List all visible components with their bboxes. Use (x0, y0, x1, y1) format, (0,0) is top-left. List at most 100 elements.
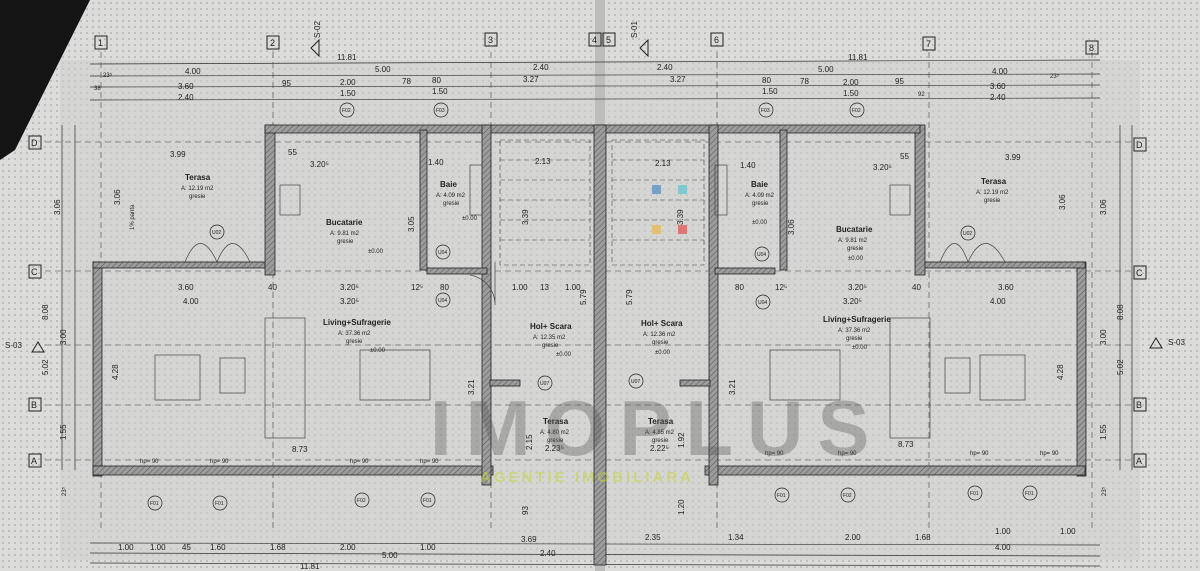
svg-text:11.81: 11.81 (300, 562, 320, 571)
svg-text:5.79: 5.79 (625, 289, 634, 305)
svg-text:B: B (31, 400, 37, 410)
svg-text:1.00: 1.00 (995, 527, 1011, 536)
svg-text:4: 4 (592, 35, 597, 45)
svg-text:F01: F01 (150, 501, 159, 507)
svg-text:A: 9.81 m2: A: 9.81 m2 (330, 231, 360, 237)
svg-text:U04: U04 (438, 250, 447, 256)
svg-text:3.99: 3.99 (1005, 153, 1021, 162)
svg-text:1.50: 1.50 (762, 87, 778, 96)
svg-text:55: 55 (288, 148, 297, 157)
svg-text:5: 5 (606, 35, 611, 45)
svg-text:A: A (31, 456, 37, 466)
svg-text:Bucatarie: Bucatarie (326, 218, 363, 227)
svg-text:3.27: 3.27 (523, 75, 539, 84)
svg-text:gresie: gresie (752, 201, 769, 207)
stairs (499, 139, 705, 266)
top-dimensions: 11.81 11.81 4.00 5.00 2.40 2.40 5.00 4.0… (94, 53, 1060, 102)
svg-text:Baie: Baie (440, 180, 457, 189)
svg-text:1.55: 1.55 (1099, 424, 1108, 440)
svg-text:gresie: gresie (542, 343, 559, 349)
svg-text:23⁵: 23⁵ (61, 486, 68, 496)
svg-text:3.00: 3.00 (59, 329, 68, 345)
walls (92, 124, 1087, 566)
svg-text:4.00: 4.00 (183, 297, 199, 306)
svg-text:2.40: 2.40 (540, 549, 556, 558)
svg-text:3.60: 3.60 (178, 283, 194, 292)
svg-text:2.40: 2.40 (990, 93, 1006, 102)
svg-text:3.60: 3.60 (178, 82, 194, 91)
svg-text:3.06: 3.06 (1099, 199, 1108, 215)
svg-text:2.40: 2.40 (533, 63, 549, 72)
svg-text:±0.00: ±0.00 (370, 348, 386, 354)
svg-text:gresie: gresie (652, 438, 669, 444)
svg-text:F03: F03 (761, 108, 770, 114)
svg-text:2.00: 2.00 (845, 533, 861, 542)
svg-text:D: D (1136, 140, 1143, 150)
svg-text:1.50: 1.50 (340, 89, 356, 98)
svg-text:1: 1 (98, 38, 103, 48)
svg-text:U04: U04 (757, 252, 766, 258)
svg-text:A: 9.81 m2: A: 9.81 m2 (838, 238, 868, 244)
svg-text:gresie: gresie (337, 239, 354, 245)
svg-text:4.00: 4.00 (185, 67, 201, 76)
svg-text:Terasa: Terasa (543, 417, 569, 426)
svg-text:12⁵: 12⁵ (411, 283, 423, 292)
svg-text:23⁵: 23⁵ (1101, 486, 1108, 496)
svg-text:±0.00: ±0.00 (462, 216, 478, 222)
svg-text:5.00: 5.00 (818, 65, 834, 74)
svg-text:4.00: 4.00 (995, 543, 1011, 552)
svg-text:±0.00: ±0.00 (655, 350, 671, 356)
svg-text:U07: U07 (631, 379, 640, 385)
svg-text:95: 95 (895, 77, 904, 86)
svg-text:2.00: 2.00 (843, 78, 859, 87)
dark-corner (0, 0, 90, 160)
svg-text:3.06: 3.06 (1058, 194, 1067, 210)
svg-text:gresie: gresie (847, 246, 864, 252)
svg-text:Baie: Baie (751, 180, 768, 189)
svg-text:2.00: 2.00 (340, 78, 356, 87)
svg-text:F02: F02 (357, 498, 366, 504)
svg-text:5.02: 5.02 (1116, 359, 1125, 375)
svg-text:3.06: 3.06 (53, 199, 62, 215)
svg-text:Living+Sufragerie: Living+Sufragerie (323, 318, 391, 327)
svg-text:3.00: 3.00 (1099, 329, 1108, 345)
svg-text:93: 93 (521, 506, 530, 515)
svg-text:Terasa: Terasa (648, 417, 674, 426)
svg-text:5.00: 5.00 (382, 551, 398, 560)
svg-text:2.40: 2.40 (657, 63, 673, 72)
watermark-tagline: AGENTIE IMOBILIARA (480, 469, 694, 486)
svg-text:A: 4.09 m2: A: 4.09 m2 (436, 193, 466, 199)
furniture (154, 164, 1026, 439)
svg-text:hp= 90: hp= 90 (420, 459, 439, 465)
svg-text:55: 55 (900, 152, 909, 161)
svg-text:F01: F01 (423, 498, 432, 504)
svg-text:38: 38 (94, 86, 101, 92)
svg-text:hp= 90: hp= 90 (210, 459, 229, 465)
svg-text:3.20⁵: 3.20⁵ (310, 160, 329, 169)
svg-text:1.00: 1.00 (420, 543, 436, 552)
svg-text:U07: U07 (540, 381, 549, 387)
svg-text:hp= 90: hp= 90 (140, 459, 159, 465)
svg-text:F01: F01 (1025, 491, 1034, 497)
grid-column-labels: 1 2 3 4 5 6 7 8 (94, 32, 1099, 55)
svg-text:1.00: 1.00 (118, 543, 134, 552)
svg-text:2.13: 2.13 (535, 157, 551, 166)
svg-text:S-03: S-03 (5, 341, 22, 350)
inner-dimensions: 3.99 55 3.20⁵ 1.40 2.13 2.13 1.40 3.20⁵ … (111, 148, 1067, 454)
svg-text:45: 45 (182, 543, 191, 552)
svg-text:40: 40 (912, 283, 921, 292)
svg-text:D: D (31, 138, 38, 148)
svg-text:1.00: 1.00 (565, 283, 581, 292)
svg-text:3.60: 3.60 (990, 82, 1006, 91)
svg-text:3.20⁵: 3.20⁵ (340, 297, 359, 306)
side-dimensions: 3.06 8.08 3.00 5.02 1.55 23⁵ 3.06 8.08 3… (41, 199, 1125, 496)
svg-text:78: 78 (800, 77, 809, 86)
grid-axes (45, 52, 1135, 530)
svg-text:A: 4.80 m2: A: 4.80 m2 (540, 430, 570, 436)
svg-text:1.00: 1.00 (1060, 527, 1076, 536)
svg-text:F02: F02 (852, 108, 861, 114)
